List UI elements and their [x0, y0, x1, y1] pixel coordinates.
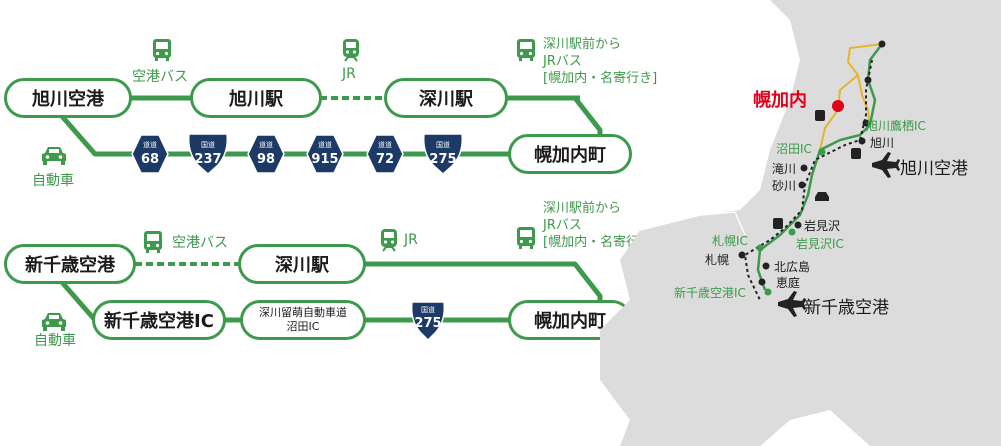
jr-bus-label-line: 深川駅前から — [543, 37, 622, 52]
car-icon — [42, 147, 66, 165]
bus-icon — [517, 227, 535, 249]
map-label-iwamizawa: 岩見沢 — [804, 219, 841, 233]
road-kind: 国道 — [421, 305, 435, 314]
map-node — [864, 76, 872, 84]
destination-label: 幌加内町 — [534, 145, 606, 166]
train-icon — [343, 39, 359, 62]
station-fukagawa: 深川駅 — [384, 78, 508, 118]
station-label: 旭川空港 — [32, 89, 104, 110]
car-label-route1: 自動車 — [32, 173, 74, 189]
map-label-sapporo-ic: 札幌IC — [712, 234, 748, 248]
station-asahikawa: 旭川駅 — [190, 78, 322, 118]
expressway-exit: 沼田IC — [286, 320, 320, 333]
airplane-icon — [778, 291, 806, 317]
map-label-asahikawa-airport: 旭川空港 — [900, 159, 968, 179]
map-label-asahikawa-takasu-ic: 旭川鷹栖IC — [866, 119, 926, 133]
map-label-asahikawa: 旭川 — [870, 136, 895, 150]
map-node — [800, 164, 808, 172]
map-label-eniwa: 恵庭 — [776, 276, 801, 290]
jr-bus-label-line: JRバス — [543, 54, 582, 69]
destination-label: 幌加内町 — [534, 311, 606, 332]
jr-bus-label-line: JRバス — [543, 218, 582, 233]
map-node — [764, 288, 772, 296]
map-node — [788, 228, 796, 236]
map-node — [794, 221, 802, 229]
jr-label: JR — [342, 66, 356, 82]
jr-label-route2: JR — [404, 232, 418, 248]
destination-horokanai-route1: 幌加内町 — [508, 134, 632, 174]
map-node — [758, 278, 766, 286]
car-label-route2: 自動車 — [34, 333, 76, 349]
map-label-sunagawa: 砂川 — [772, 179, 797, 193]
road-yellow-1 — [819, 43, 883, 151]
station-new-chitose-airport: 新千歳空港 — [4, 244, 136, 284]
map-node — [762, 262, 770, 270]
map-label-numata-ic: 沼田IC — [776, 142, 812, 156]
map-node — [862, 119, 870, 127]
map-node — [858, 137, 866, 145]
map-label-takikawa: 滝川 — [772, 162, 797, 176]
bus-icon — [815, 110, 825, 121]
car-icon — [815, 192, 829, 201]
line-car-route1 — [58, 112, 510, 157]
hokkaido-map — [600, 0, 1001, 446]
expressway-name: 深川留萌自動車道 — [259, 306, 347, 319]
station-asahikawa-airport: 旭川空港 — [4, 78, 132, 118]
map-label-new-chitose-ic: 新千歳空港IC — [674, 286, 746, 300]
expressway-fukagawa-rumoi: 深川留萌自動車道 沼田IC — [240, 300, 366, 340]
bus-icon — [773, 218, 783, 229]
station-label: 深川駅 — [419, 89, 473, 110]
map-node — [878, 40, 886, 48]
destination-marker — [832, 100, 844, 112]
coastline — [639, 211, 746, 236]
station-label: 新千歳空港 — [25, 255, 115, 276]
map-destination-label: 幌加内 — [753, 90, 807, 111]
airplane-icon — [872, 152, 900, 178]
jr-bus-label-line: 深川駅前から — [543, 201, 622, 216]
station-label: 旭川駅 — [229, 89, 283, 110]
airport-bus-label-route2: 空港バス — [172, 235, 228, 251]
map-node — [738, 251, 746, 259]
jr-bus-label-route1: 深川駅前から JRバス [幌加内・名寄行き] — [543, 36, 657, 87]
bus-icon — [851, 148, 861, 159]
map-node — [798, 181, 806, 189]
map-label-kitahiroshima: 北広島 — [774, 260, 811, 274]
national-route-shield: 国道 275 — [410, 301, 446, 342]
bus-icon — [144, 231, 162, 253]
map-label-sapporo: 札幌 — [705, 253, 730, 267]
map-label-iwamizawa-ic: 岩見沢IC — [796, 237, 844, 251]
bus-icon — [517, 39, 535, 61]
map-node — [756, 244, 764, 252]
bus-icon — [153, 39, 171, 61]
map-label-new-chitose-airport: 新千歳空港 — [804, 298, 889, 318]
ic-new-chitose: 新千歳空港IC — [92, 300, 226, 340]
station-label: 深川駅 — [275, 255, 329, 276]
station-fukagawa-route2: 深川駅 — [238, 244, 366, 284]
train-icon — [381, 229, 397, 252]
map-node — [818, 148, 826, 156]
jr-bus-label-route2: 深川駅前から JRバス [幌加内・名寄行き] — [543, 200, 657, 251]
jr-bus-label-line: [幌加内・名寄行き] — [543, 235, 658, 250]
car-icon — [42, 313, 66, 331]
airport-bus-label: 空港バス — [132, 69, 188, 85]
jr-bus-label-line: [幌加内・名寄行き] — [543, 71, 658, 86]
line-jr-bus-route2 — [365, 261, 603, 305]
ic-label: 新千歳空港IC — [104, 311, 214, 332]
road-number: 275 — [414, 316, 441, 331]
